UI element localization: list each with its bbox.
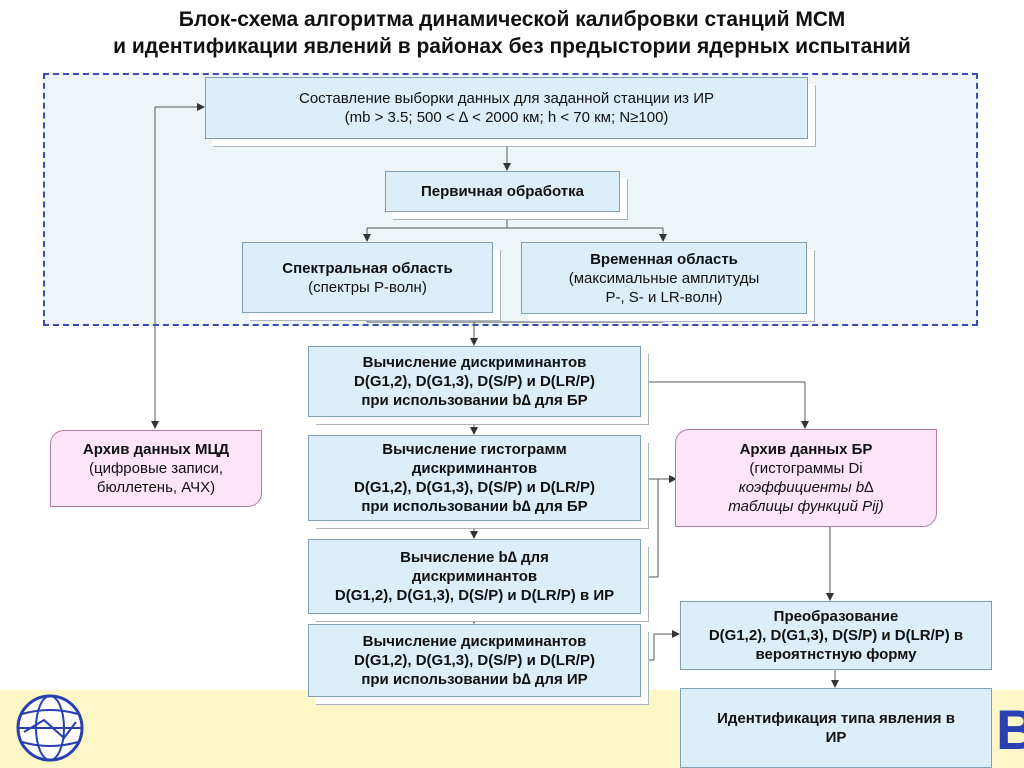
identify-line-2: ИР [825,729,847,746]
archive-mcd-line-1: Архив данных МЦД [82,441,230,458]
temporal-box: Временная область (максимальные амплитуд… [521,242,807,314]
bdelta-box: Вычисление b∆ для дискриминантов D(G1,2)… [308,539,641,614]
sample-line-1: Составление выборки данных для заданной … [299,90,714,107]
spectral-box: Спектральная область (спектры P-волн) [242,242,493,313]
archive-br-line-4: таблицы функций Pij) [728,498,884,515]
globe-logo-icon [16,694,84,762]
spectral-line-1: Спектральная область [282,259,453,277]
sample-line-2: (mb > 3.5; 500 < ∆ < 2000 км; h < 70 км;… [344,109,669,126]
temporal-line-2: (максимальные амплитуды [568,269,760,287]
spectral-line-2: (спектры P-волн) [308,278,427,296]
transform-line-2: D(G1,2), D(G1,3), D(S/P) и D(LR/P) в [708,627,964,644]
sample-box: Составление выборки данных для заданной … [205,77,808,139]
disc-br-line-3: при использовании b∆ для БР [361,392,588,409]
histograms-box: Вычисление гистограмм дискриминантов D(G… [308,435,641,521]
identify-box: Идентификация типа явления в ИР [680,688,992,768]
archive-mcd-line-2: (цифровые записи, [88,460,224,477]
corner-logo-icon: В [996,700,1024,760]
transform-box: Преобразование D(G1,2), D(G1,3), D(S/P) … [680,601,992,670]
archive-mcd-box: Архив данных МЦД (цифровые записи, бюлле… [50,430,262,507]
temporal-line-1: Временная область [590,250,738,268]
hist-line-1: Вычисление гистограмм [382,441,567,458]
discriminants-br-box: Вычисление дискриминантов D(G1,2), D(G1,… [308,346,641,417]
page-title: Блок-схема алгоритма динамической калибр… [0,6,1024,60]
bdelta-line-2: дискриминантов [411,568,538,585]
hist-line-2: дискриминантов [411,460,538,477]
disc-br-line-1: Вычисление дискриминантов [362,354,587,371]
archive-br-line-3: коэффициенты b∆ [738,479,874,496]
hist-line-3: D(G1,2), D(G1,3), D(S/P) и D(LR/P) [354,479,595,496]
title-line-2: и идентификации явлений в районах без пр… [113,35,911,58]
disc-ir-line-1: Вычисление дискриминантов [362,633,587,650]
archive-br-box: Архив данных БР (гистограммы Di коэффици… [675,429,937,527]
disc-br-line-2: D(G1,2), D(G1,3), D(S/P) и D(LR/P) [354,373,595,390]
bdelta-line-3: D(G1,2), D(G1,3), D(S/P) и D(LR/P) в ИР [334,587,615,604]
discriminants-ir-box: Вычисление дискриминантов D(G1,2), D(G1,… [308,624,641,697]
transform-line-3: вероятнстную форму [755,646,917,663]
archive-br-line-1: Архив данных БР [739,441,873,458]
primary-label: Первичная обработка [421,183,584,200]
disc-ir-line-2: D(G1,2), D(G1,3), D(S/P) и D(LR/P) [354,652,595,669]
archive-mcd-line-3: бюллетень, АЧХ) [96,479,216,496]
primary-processing-box: Первичная обработка [385,171,620,212]
transform-line-1: Преобразование [773,608,899,625]
identify-line-1: Идентификация типа явления в [717,710,955,727]
bdelta-line-1: Вычисление b∆ для [400,549,549,566]
archive-br-line-2: (гистограммы Di [749,460,863,477]
hist-line-4: при использовании b∆ для БР [361,498,588,515]
title-line-1: Блок-схема алгоритма динамической калибр… [178,8,846,31]
disc-ir-line-3: при использовании b∆ для ИР [361,671,588,688]
temporal-line-3: P-, S- и LR-волн) [605,288,723,306]
